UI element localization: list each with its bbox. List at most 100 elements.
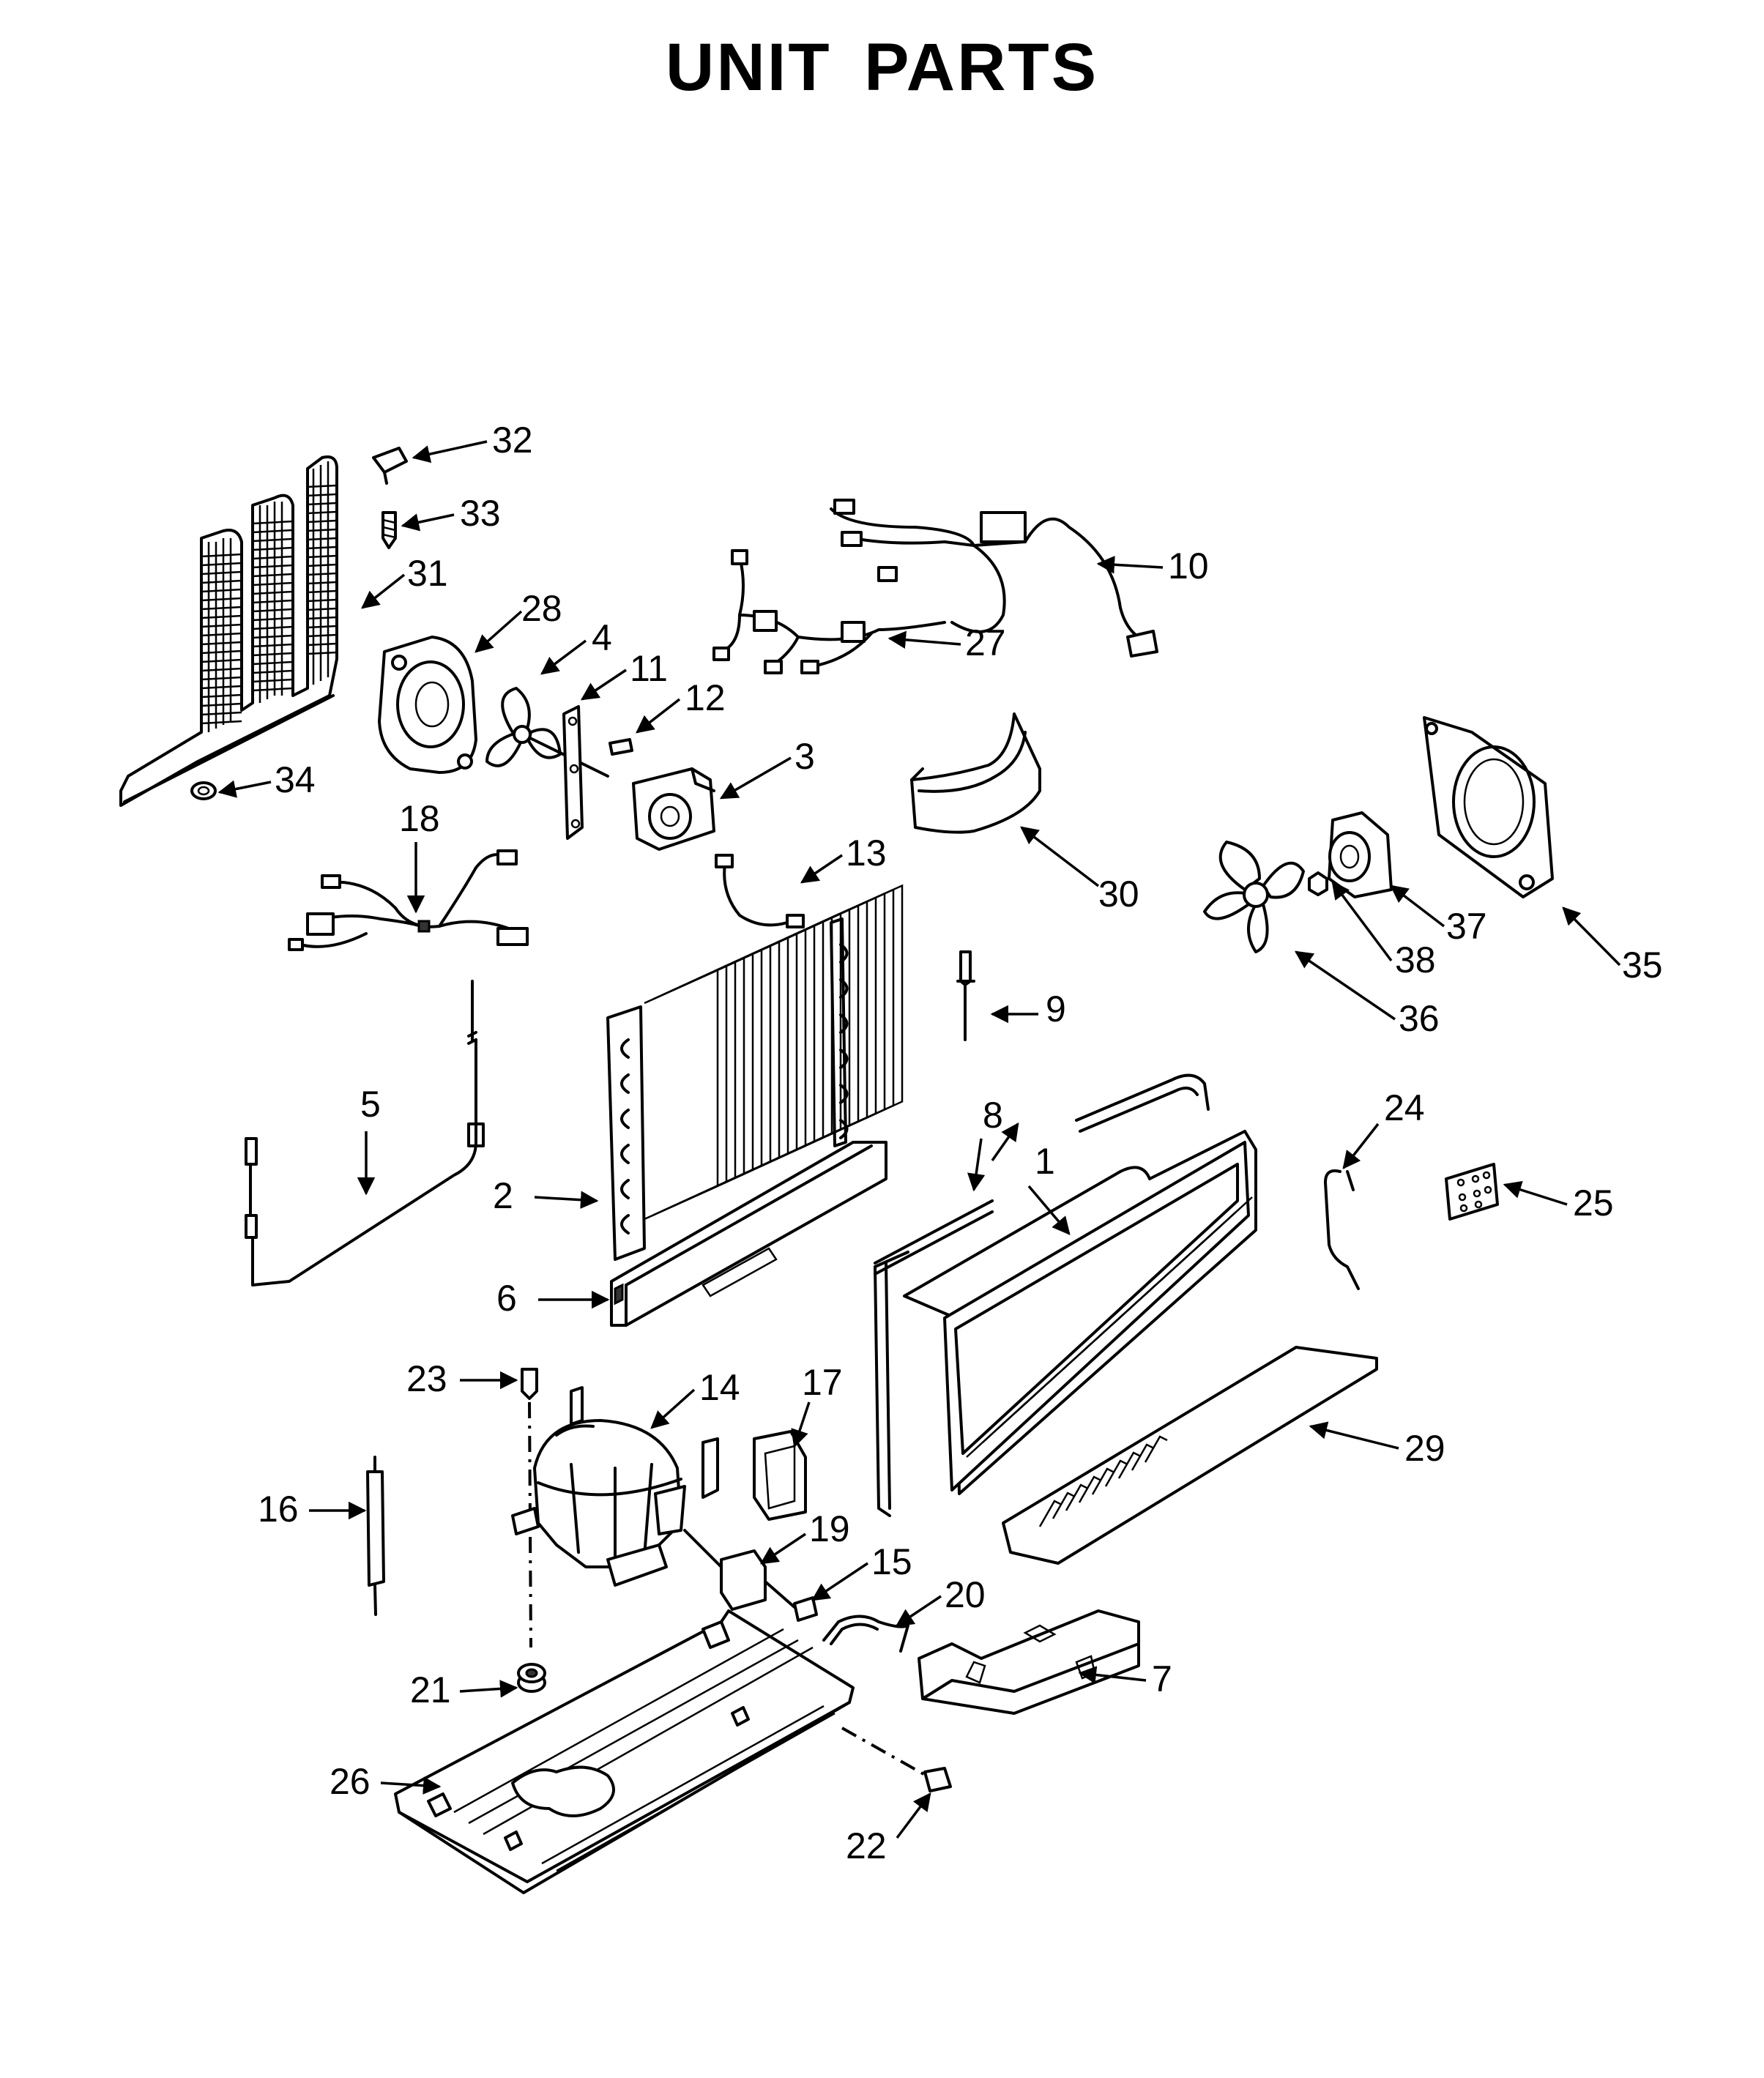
condenser-ridge [201,625,338,699]
part-label-8: 8 [983,1095,1003,1136]
evaporator-tube-bend [620,1038,630,1059]
part-label-26: 26 [330,1761,371,1802]
leader-arrow [1562,906,1621,967]
nut-38-drawing [1308,871,1328,896]
condenser-ridge [201,607,338,681]
evaporator-fin [828,884,904,1136]
condenser-ridge [201,651,338,725]
panel-rib [1117,1451,1142,1479]
grommet-21-drawing [517,1663,546,1693]
part-label-20: 20 [945,1574,986,1615]
leader-lines [217,440,1621,1839]
bracket-11-drawing [562,705,584,840]
clip-32-drawing [372,447,408,485]
tray-7-drawing [918,1609,1140,1715]
part-label-13: 13 [846,833,887,874]
evaporator-tube-bend [839,943,849,964]
heater-5-drawing [245,980,485,1286]
leader-arrow [401,513,455,532]
condenser-ridge [201,528,338,602]
part-label-2: 2 [493,1175,513,1216]
part-label-3: 3 [794,736,815,777]
leader-arrow [1078,1666,1147,1684]
leader-arrow [1294,950,1396,1021]
panel-rib [1091,1467,1115,1495]
page-title: UNIT PARTS [665,30,1099,105]
leader-arrow [800,854,843,884]
part-label-4: 4 [592,617,612,658]
part-label-34: 34 [275,759,316,800]
leader-arrow [1503,1181,1568,1206]
condenser-ridge [201,633,338,707]
panel-rib [1078,1475,1102,1503]
leader-arrow [759,1533,806,1565]
connector-15-drawing [764,1580,818,1622]
condenser-ridge [201,502,338,576]
panel-rib [1144,1435,1168,1463]
condenser-ridge [201,616,338,690]
condenser-ridge [201,581,338,655]
evaporator-fin [652,964,728,1216]
plate-25-drawing [1445,1163,1499,1221]
part-label-33: 33 [460,493,501,534]
part-label-1: 1 [1035,1141,1055,1182]
part-label-21: 21 [410,1669,451,1710]
part-label-15: 15 [871,1541,912,1582]
part-label-35: 35 [1622,945,1663,986]
harness-18-drawing [288,849,529,951]
bolt-22-drawing [923,1767,952,1792]
condenser-ridge [201,554,338,628]
evaporator-fin [661,961,737,1213]
leader-arrow [991,1122,1019,1162]
evaporator-coil-drawing [606,884,904,1261]
condenser-ridge [201,519,338,593]
duct-30-drawing [910,712,1041,834]
leader-arrow [1020,826,1100,887]
condenser-ridge [201,484,338,558]
evaporator-tube-bend [620,1179,630,1199]
leader-arrow [361,573,406,609]
part-label-12: 12 [685,677,726,718]
bolt-23-drawing [521,1368,538,1648]
part-label-36: 36 [1399,998,1440,1039]
fan-housing-35-drawing [1423,716,1554,898]
evaporator-tube-bend [620,1214,630,1234]
leader-arrow [1331,881,1393,962]
part-label-32: 32 [492,420,533,461]
part-label-18: 18 [399,798,440,839]
leader-arrow [895,1595,942,1627]
base-plate-drawing [394,1609,927,1894]
part-label-27: 27 [965,622,1006,663]
evaporator-tube-bend [839,978,849,999]
evaporator-cover-drawing [874,1073,1257,1517]
evaporator-tube-bend [839,1119,849,1139]
leader-arrow [1096,556,1164,574]
part-label-29: 29 [1404,1428,1445,1469]
part-label-23: 23 [406,1358,447,1399]
evaporator-tube-bend [620,1144,630,1164]
part-label-25: 25 [1573,1183,1614,1224]
drier-16-drawing [366,1456,385,1616]
leader-arrow [475,610,523,653]
part-label-24: 24 [1384,1087,1425,1128]
leader-arrow [1309,1421,1399,1450]
evaporator-fin [679,953,754,1204]
part-label-5: 5 [360,1084,381,1125]
part-label-30: 30 [1098,874,1139,915]
fan-shroud-drawing [378,636,477,774]
panel-rib [1038,1500,1063,1527]
evaporator-tube-bend [839,1084,849,1104]
fan-blade-drawing [485,687,609,778]
panel-rib [1065,1483,1089,1511]
compressor-drawing [511,1386,719,1587]
leader-arrow [1390,885,1445,928]
leader-arrow [636,698,681,734]
cover-louver [1207,1196,1253,1238]
fan-blade-36-drawing [1203,841,1305,953]
condenser-ridge [201,545,338,619]
panel-rib [1052,1492,1076,1519]
motor-37-drawing [1328,811,1393,898]
evaporator-tube-bend [620,1073,630,1094]
leader-arrow [459,1680,518,1698]
